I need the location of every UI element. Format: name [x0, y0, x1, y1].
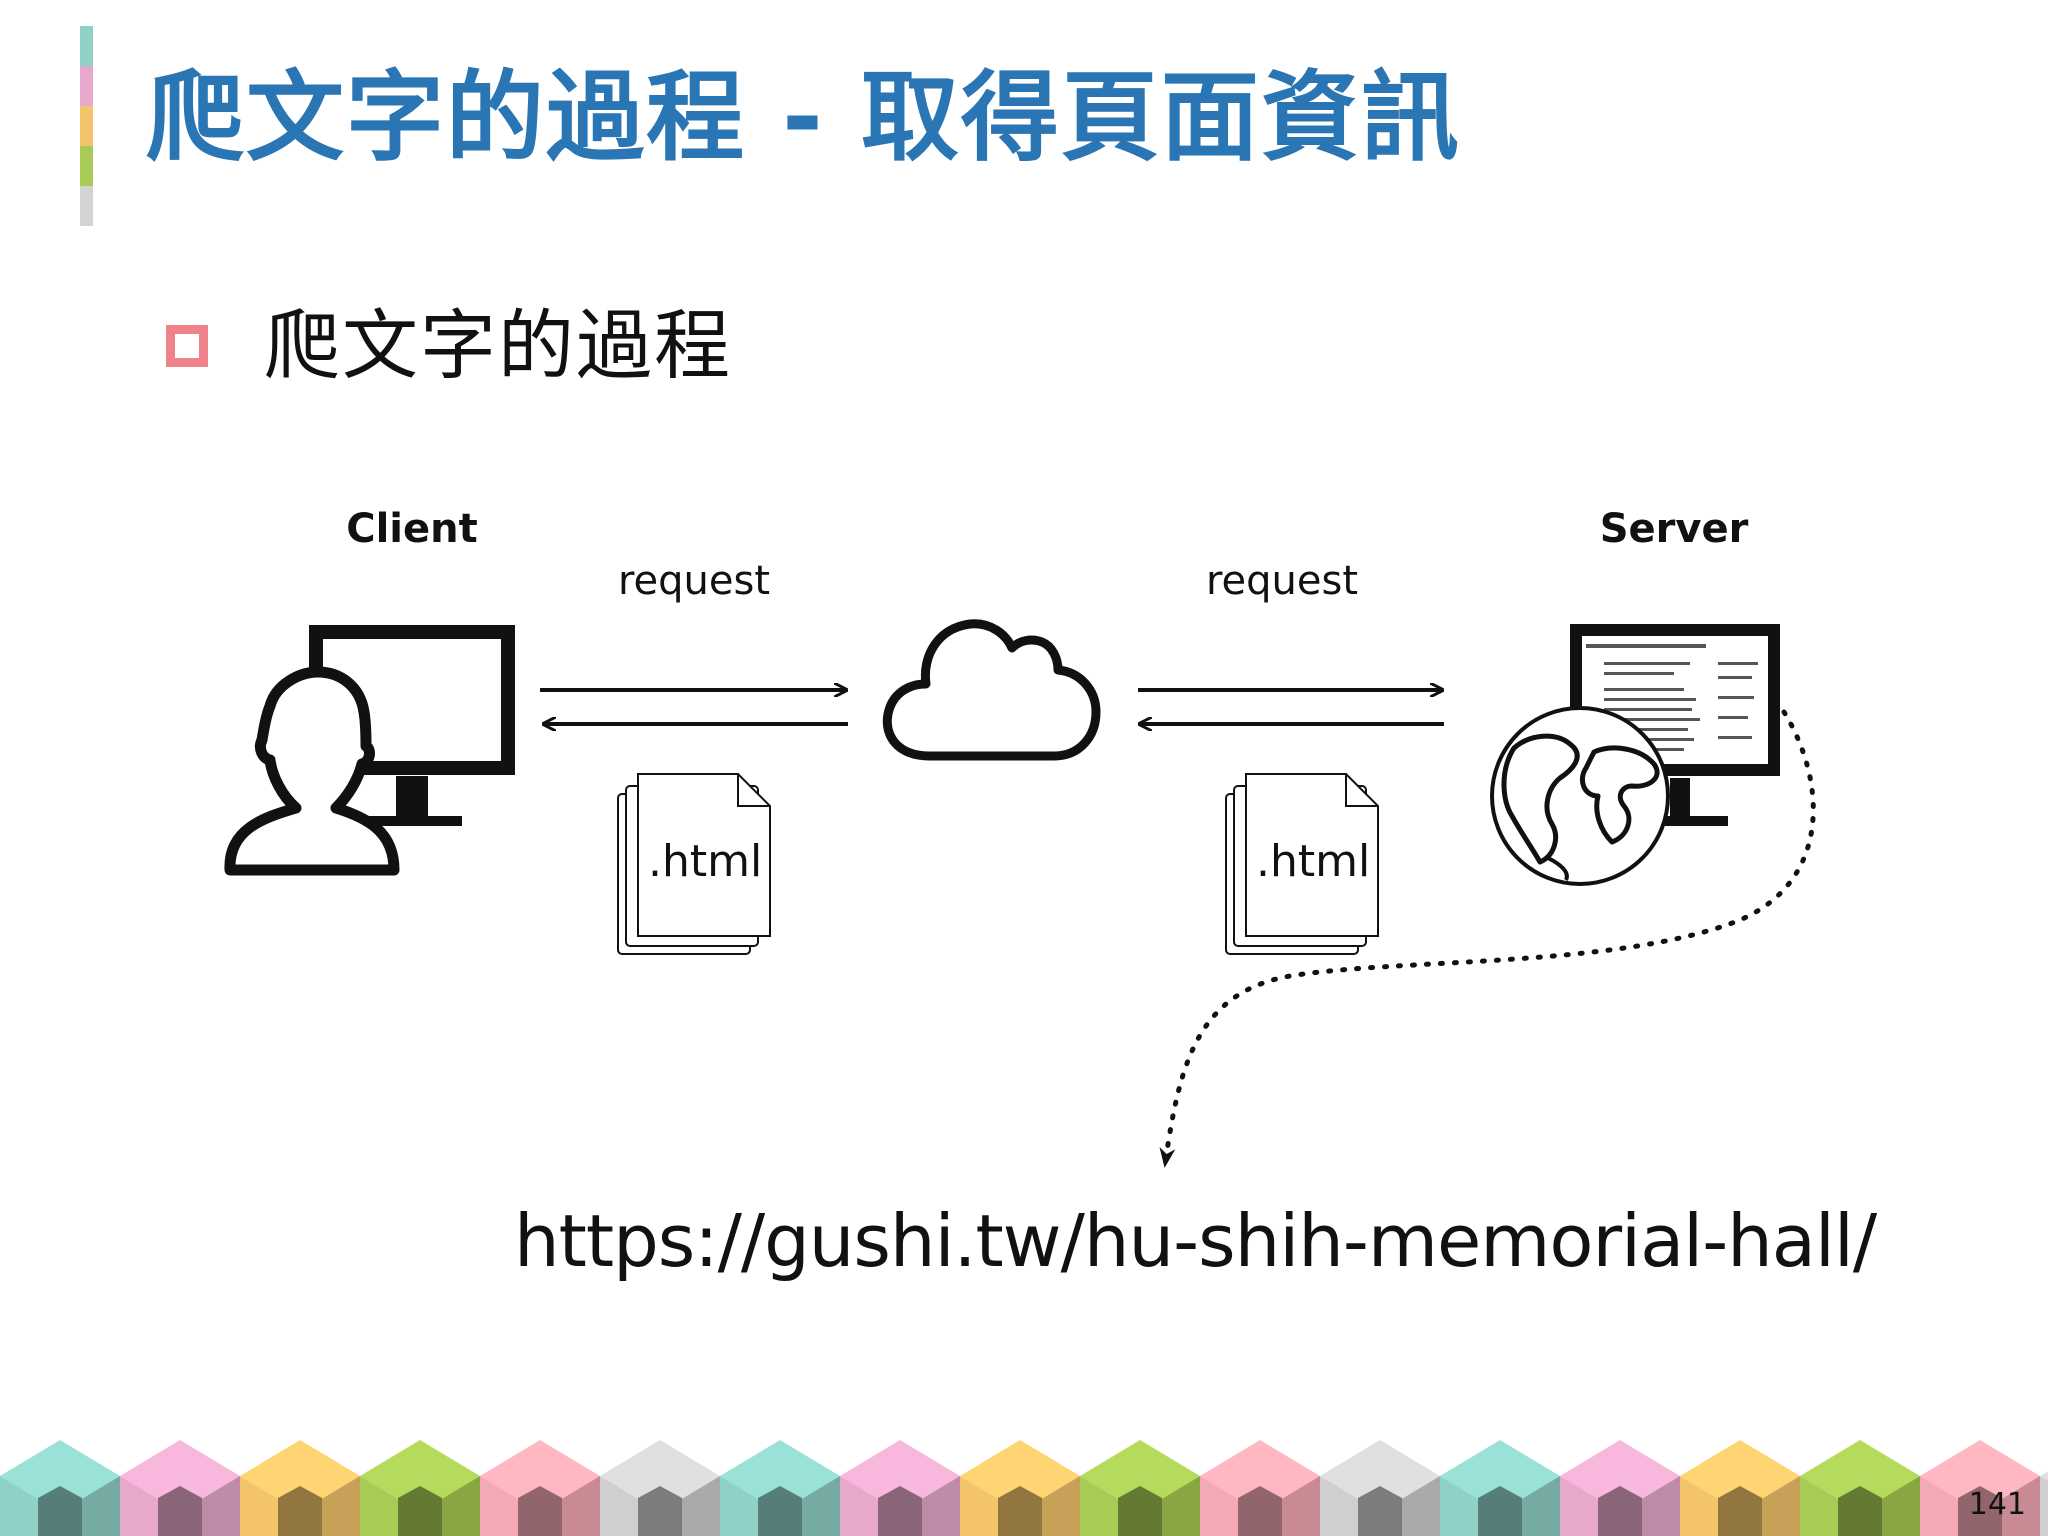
- cube-inner-face: [158, 1486, 202, 1536]
- bullet-square-icon: [166, 325, 208, 367]
- page-number: 141: [1968, 1487, 2026, 1522]
- cube-inner-face: [1358, 1486, 1402, 1536]
- left-request-label: request: [618, 558, 770, 604]
- bullet-item: 爬文字的過程: [166, 300, 732, 392]
- cube-inner-face: [638, 1486, 682, 1536]
- decorative-cube-band: [0, 1440, 2048, 1536]
- cube-inner-face: [1838, 1486, 1882, 1536]
- accent-segment: [80, 186, 93, 226]
- cube-inner-face: [1718, 1486, 1762, 1536]
- cube-inner-face: [518, 1486, 562, 1536]
- cube-inner-face: [758, 1486, 802, 1536]
- globe-icon: [1490, 706, 1670, 886]
- cube-inner-face: [398, 1486, 442, 1536]
- left-document-label: .html: [648, 836, 762, 887]
- user-icon: [224, 666, 400, 876]
- document-icon: [1225, 773, 1379, 955]
- right-document-label: .html: [1256, 836, 1370, 887]
- cube-inner-face: [998, 1486, 1042, 1536]
- cube-inner-face: [1118, 1486, 1162, 1536]
- url-text: https://gushi.tw/hu-shih-memorial-hall/: [514, 1199, 1877, 1283]
- title-accent-bar: [80, 26, 93, 226]
- cube-inner-face: [1598, 1486, 1642, 1536]
- client-label: Client: [346, 506, 478, 552]
- slide-title: 爬文字的過程 - 取得頁面資訊: [146, 61, 1461, 175]
- cube-inner-face: [878, 1486, 922, 1536]
- cube-inner-face: [1958, 1486, 2002, 1536]
- accent-segment: [80, 106, 93, 146]
- accent-segment: [80, 26, 93, 66]
- cube-inner-face: [278, 1486, 322, 1536]
- cube-left-face: [2040, 1476, 2048, 1536]
- cloud-icon: [882, 619, 1101, 761]
- server-label: Server: [1600, 506, 1749, 552]
- accent-segment: [80, 146, 93, 186]
- document-icon: [617, 773, 771, 955]
- cube-inner-face: [1478, 1486, 1522, 1536]
- bullet-text: 爬文字的過程: [264, 301, 732, 390]
- cube-inner-face: [38, 1486, 82, 1536]
- cube-top: [2040, 1471, 2048, 1481]
- dotted-url-arrow: [1159, 709, 1816, 1168]
- accent-segment: [80, 66, 93, 106]
- right-request-label: request: [1206, 558, 1358, 604]
- cube-inner-face: [1238, 1486, 1282, 1536]
